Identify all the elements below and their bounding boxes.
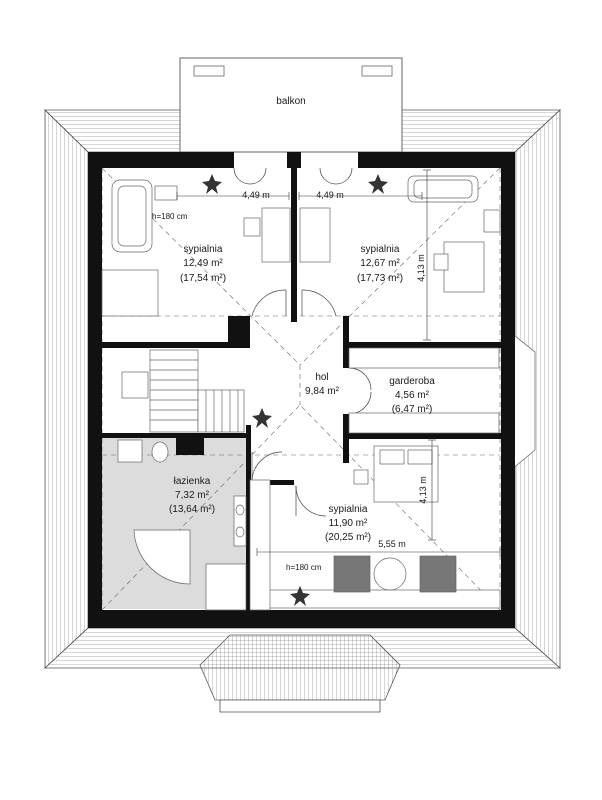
doors <box>233 167 372 517</box>
room-area-bathroom: 7,32 m² <box>175 490 210 501</box>
balcony-label: balkon <box>276 96 305 107</box>
armchair-icon <box>419 555 457 593</box>
dim-nw-width: 4,49 m <box>242 190 270 200</box>
room-area-hall: 9,84 m² <box>305 386 340 397</box>
room-area-bedroom-ne: 12,67 m² <box>360 258 400 269</box>
note-h180-nw: h=180 cm <box>152 212 188 221</box>
room-name-bathroom: łazienka <box>174 476 211 487</box>
note-h180-s: h=180 cm <box>286 563 322 572</box>
dimension-lines <box>176 169 501 556</box>
armchair-icon <box>333 555 371 593</box>
room-name-bedroom-s: sypialnia <box>329 504 368 515</box>
dim-ne-depth: 4,13 m <box>416 254 426 282</box>
plants <box>202 174 388 606</box>
toilet-icon <box>117 439 143 463</box>
corner-bathtub-icon <box>133 529 191 585</box>
balcony: balkon <box>179 57 403 153</box>
room-area-gross-wardrobe: (6,47 m²) <box>392 404 433 415</box>
room-area-wardrobe: 4,56 m² <box>395 390 430 401</box>
room-area-gross-bedroom-ne: (17,73 m²) <box>357 273 403 284</box>
room-area-gross-bedroom-nw: (17,54 m²) <box>180 273 226 284</box>
room-name-hall: hol <box>315 372 328 383</box>
walls <box>88 152 515 628</box>
dim-s-depth: 4,13 m <box>418 476 428 504</box>
plant-icon <box>202 174 222 194</box>
room-area-gross-bathroom: (13,64 m²) <box>169 504 215 515</box>
plant-icon <box>252 408 272 428</box>
room-name-wardrobe: garderoba <box>389 376 435 387</box>
furniture <box>101 175 501 611</box>
roof-eaves <box>43 109 562 713</box>
staircase <box>121 349 245 433</box>
labels: 4,49 m 4,49 m 4,13 m 4,13 m 5,55 m h=180… <box>152 190 435 572</box>
room-area-gross-bedroom-s: (20,25 m²) <box>325 532 371 543</box>
bed-icon <box>101 269 159 317</box>
room-name-bedroom-nw: sypialnia <box>184 244 223 255</box>
room-area-bedroom-nw: 12,49 m² <box>183 258 223 269</box>
dim-s-width: 5,55 m <box>378 539 406 549</box>
room-area-bedroom-s: 11,90 m² <box>329 518 368 529</box>
sink-counter-icon <box>233 495 247 547</box>
plant-icon <box>290 586 310 606</box>
room-name-bedroom-ne: sypialnia <box>361 244 400 255</box>
plant-icon <box>368 174 388 194</box>
dim-ne-width: 4,49 m <box>316 190 344 200</box>
